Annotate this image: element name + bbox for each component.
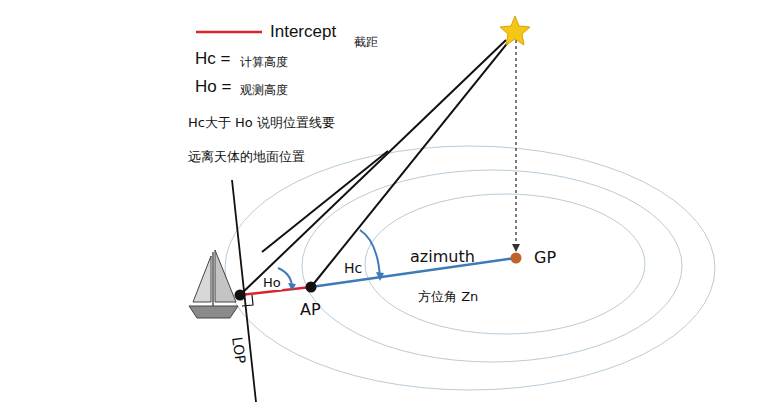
note-text: Hc大于 Ho 说明位置线要 xyxy=(188,116,335,130)
note-text: 计算高度 xyxy=(240,56,288,69)
legend-item: Intercept xyxy=(196,22,336,42)
note-text: 远离天体的地面位置 xyxy=(188,150,305,164)
note-text: 观测高度 xyxy=(240,84,288,97)
legend-line-swatch xyxy=(196,27,262,37)
line-label: azimuth xyxy=(410,248,475,266)
line-label: 方位角 Zn xyxy=(418,290,478,304)
sailboat xyxy=(189,250,238,318)
point-label: GP xyxy=(534,249,556,267)
symbol-text: Hc = xyxy=(195,50,230,69)
line-label: LOP xyxy=(229,336,248,365)
note-text: 截距 xyxy=(354,36,378,49)
symbol-text: Ho = xyxy=(195,78,231,97)
angle-label: Hc xyxy=(343,261,363,276)
legend-text: Intercept xyxy=(270,22,336,42)
angle-label: Ho xyxy=(262,276,282,290)
point-label: AP xyxy=(300,301,321,319)
